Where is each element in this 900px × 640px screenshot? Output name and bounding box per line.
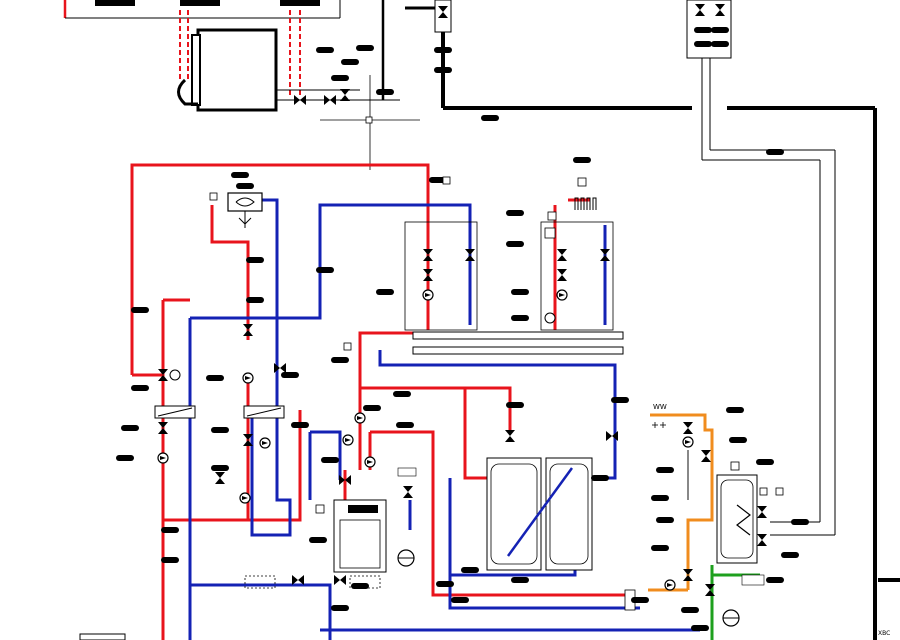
motor-valve-icon — [544, 312, 556, 324]
return-lines — [188, 198, 700, 640]
dhw-cylinder-icon — [716, 474, 758, 564]
radiator-icon — [574, 197, 597, 210]
ww-label: WW — [653, 403, 667, 411]
main-black-lines — [405, 0, 900, 640]
boiler-icon — [196, 28, 278, 112]
boiler-area — [63, 0, 420, 170]
heating-circuits — [376, 157, 614, 331]
fan-coil-icon — [209, 172, 263, 228]
xbc-label: XBC — [878, 630, 891, 637]
central-unit — [244, 342, 417, 611]
storage-tank-icon — [545, 457, 593, 571]
storage-tanks — [436, 397, 629, 603]
distribution-headers — [412, 331, 624, 355]
dhw-system — [79, 407, 784, 640]
heat-exchangers — [116, 257, 334, 563]
storage-tank-icon — [486, 457, 542, 571]
